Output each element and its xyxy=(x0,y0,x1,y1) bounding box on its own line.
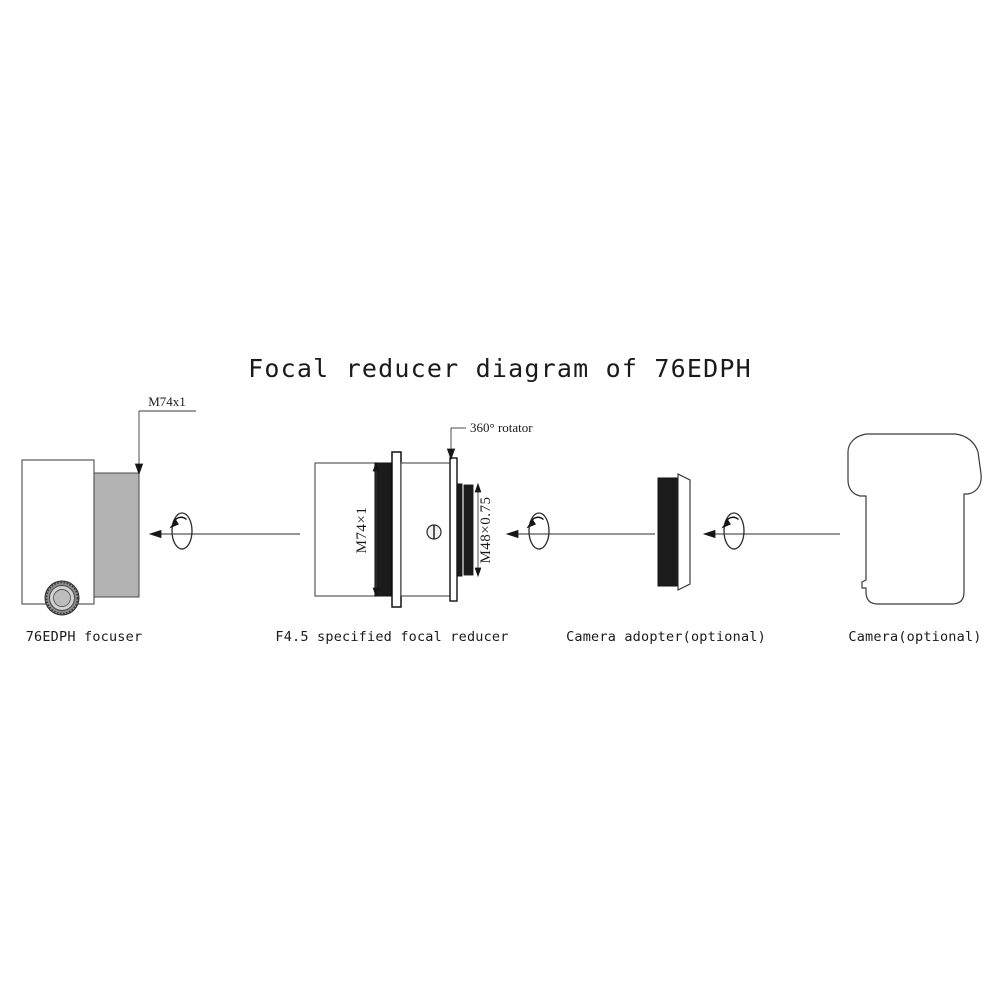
focuser-caption: 76EDPH focuser xyxy=(26,629,143,645)
reducer-m74-dimension-label: M74×1 xyxy=(354,507,370,554)
rotation-arrow-3 xyxy=(702,512,840,550)
reducer-m48-thread xyxy=(456,483,475,577)
focuser-knob-icon xyxy=(44,580,80,616)
adapter-caption: Camera adopter(optional) xyxy=(566,629,766,645)
component-camera: Camera(optional) xyxy=(847,433,982,645)
diagram-title: Focal reducer diagram of 76EDPH xyxy=(248,354,752,383)
component-focuser: M74x1 76EDPH focuser xyxy=(21,394,196,645)
adapter-mount-plate xyxy=(677,473,691,591)
component-reducer: 360° rotator M74×1 M48×0.75 F4.5 specifi… xyxy=(275,420,533,645)
reducer-m48-dimension: M48×0.75 xyxy=(474,482,494,578)
focuser-callout-leader xyxy=(134,410,196,476)
reducer-rotator-label: 360° rotator xyxy=(470,420,533,435)
reducer-caption: F4.5 specified focal reducer xyxy=(275,629,508,645)
adapter-ring-body xyxy=(657,477,679,587)
focuser-thread-label: M74x1 xyxy=(148,394,186,409)
focuser-thread-section xyxy=(93,472,140,598)
component-adapter: Camera adopter(optional) xyxy=(566,473,766,645)
reducer-barrel-right xyxy=(400,462,451,597)
reducer-barrel-left xyxy=(314,462,376,597)
reducer-set-screw-icon xyxy=(426,524,442,540)
reducer-nose-flange xyxy=(449,457,458,602)
reducer-rotator-flange xyxy=(391,451,402,608)
camera-body-outline xyxy=(847,433,982,605)
reducer-rotator-leader xyxy=(446,427,466,461)
rotation-arrow-2 xyxy=(505,512,655,550)
reducer-m48-highlight xyxy=(462,483,475,577)
rotation-arrow-1 xyxy=(148,512,300,550)
focuser-body xyxy=(21,459,95,605)
reducer-m74-thread xyxy=(374,462,392,597)
reducer-m48-dimension-label: M48×0.75 xyxy=(478,496,494,563)
camera-caption: Camera(optional) xyxy=(848,629,981,645)
reducer-m74-dimension: M74×1 xyxy=(354,461,380,598)
